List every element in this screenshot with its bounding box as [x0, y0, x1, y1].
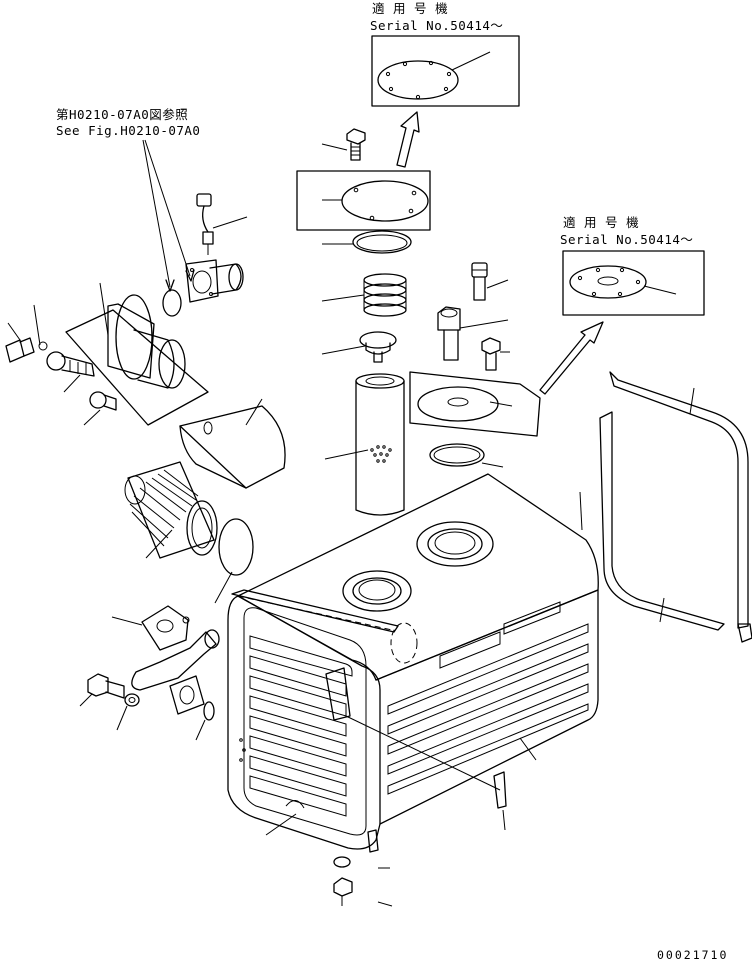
inset-box-top: [372, 36, 519, 106]
bleed-screw: [472, 263, 508, 300]
stud-bolt: [438, 307, 508, 360]
filter-head-plate: [410, 372, 540, 436]
breather-cover: [180, 399, 285, 488]
suction-gasket: [196, 702, 214, 740]
tank-nipple: [368, 830, 378, 852]
bolt-washer-upper: [47, 352, 94, 392]
top-serial-number: Serial No.50414～: [370, 18, 504, 33]
suction-connector: [112, 606, 189, 650]
top-serial-title: 適 用 号 機: [372, 1, 449, 16]
suction-elbow: [132, 630, 219, 714]
right-serial-number: Serial No.50414～: [560, 232, 694, 247]
cover-bolt: [322, 129, 365, 160]
u-strap: [600, 372, 752, 642]
drawing-number: 00021710: [657, 948, 729, 962]
filter-element: [325, 374, 404, 515]
plate-bolt: [482, 338, 510, 370]
spring: [322, 274, 406, 316]
valve: [322, 332, 396, 362]
seal-small: [163, 290, 181, 316]
breather-base-group: [34, 283, 208, 425]
right-serial-title: 適 用 号 機: [563, 215, 640, 230]
see-figure-japanese: 第H0210-07A0図参照: [56, 107, 189, 122]
elbow-fitting: [6, 323, 47, 362]
breather-flange: [186, 260, 243, 302]
bolt-washer-lower: [84, 392, 116, 425]
sensor: [197, 194, 247, 255]
inset-box-right: [563, 251, 704, 315]
cover-plate-box: [297, 171, 430, 230]
arrow-to-right-inset: [540, 322, 603, 394]
hydraulic-tank: [228, 474, 598, 849]
see-figure-english: See Fig.H0210-07A0: [56, 123, 201, 138]
o-ring-top: [322, 231, 411, 253]
strainer-gasket: [215, 519, 253, 603]
strainer-cylinder: [125, 462, 217, 558]
suction-bolt: [80, 674, 124, 706]
strap-bracket-left: [232, 590, 500, 790]
arrow-up-to-top-inset: [397, 112, 419, 167]
gasket-right: [430, 444, 503, 467]
level-sensor: [494, 772, 506, 830]
drain-plug: [334, 857, 392, 906]
suction-washer: [117, 694, 139, 730]
